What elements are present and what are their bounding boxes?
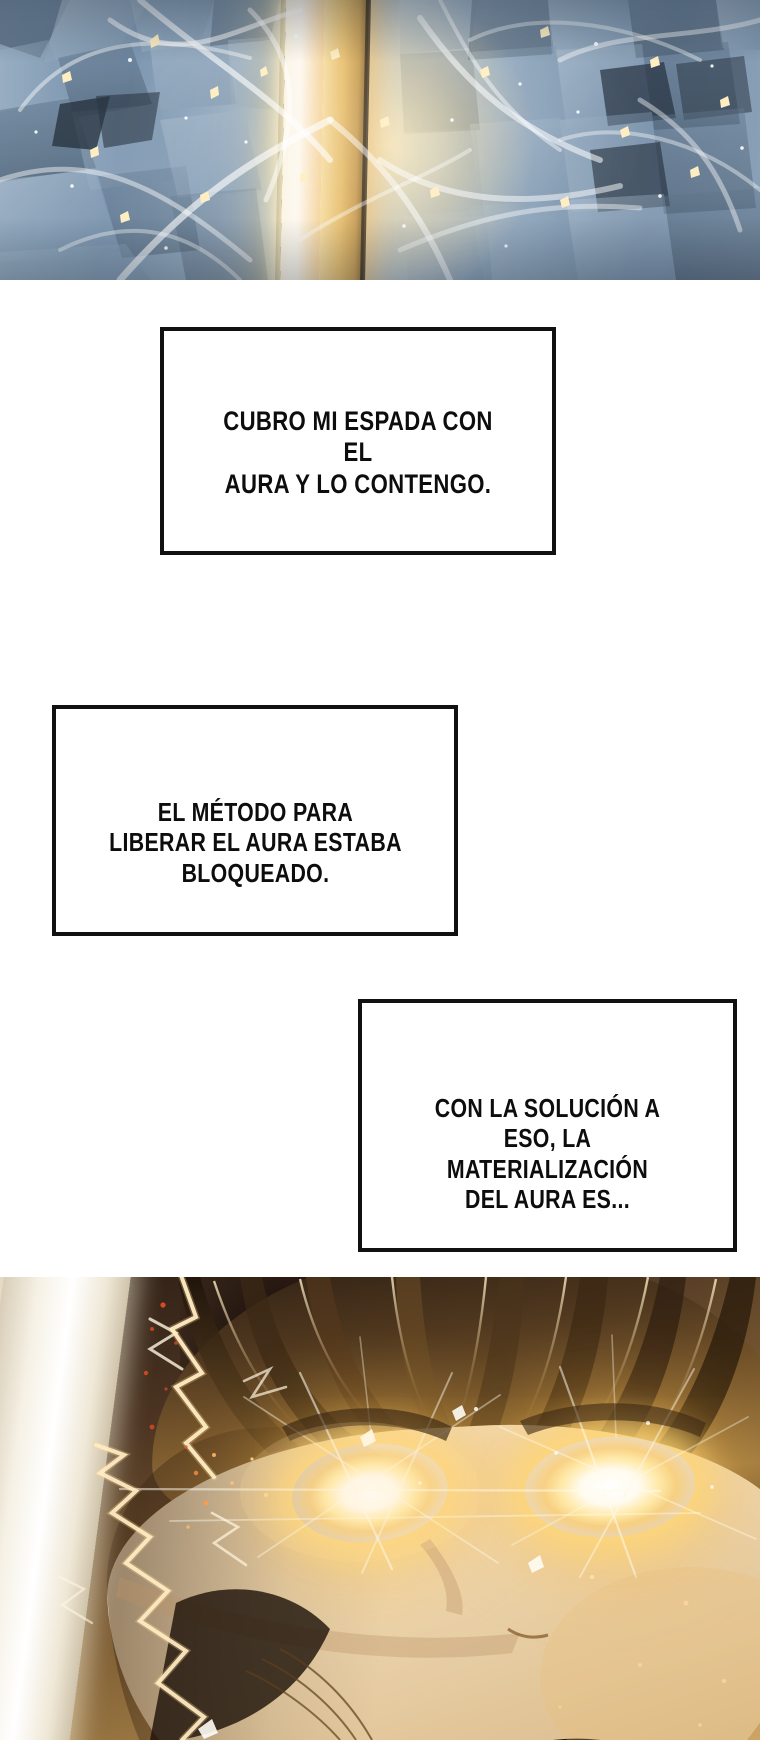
caption-text-2: EL MÉTODO PARA LIBERAR EL AURA ESTABA BL… — [108, 797, 402, 888]
lightning-arcs-graphic — [58, 1277, 760, 1740]
caption-text-3: CON LA SOLUCIÓN A ESO, LA MATERIALIZACIÓ… — [434, 1093, 661, 1214]
panel-glowing-eyes-face — [0, 1277, 760, 1740]
eye-light-rays-graphic — [116, 1334, 757, 1740]
aura-swirls-graphic — [0, 0, 760, 280]
panel-glowing-sword — [0, 0, 760, 280]
caption-box-2: EL MÉTODO PARA LIBERAR EL AURA ESTABA BL… — [52, 705, 458, 936]
caption-box-3: CON LA SOLUCIÓN A ESO, LA MATERIALIZACIÓ… — [358, 999, 737, 1252]
hair-strands-graphic — [178, 1277, 756, 1457]
panel-vignette — [0, 0, 760, 280]
caption-text-1: CUBRO MI ESPADA CON EL AURA Y LO CONTENG… — [223, 406, 493, 499]
caption-box-1: CUBRO MI ESPADA CON EL AURA Y LO CONTENG… — [160, 327, 556, 555]
